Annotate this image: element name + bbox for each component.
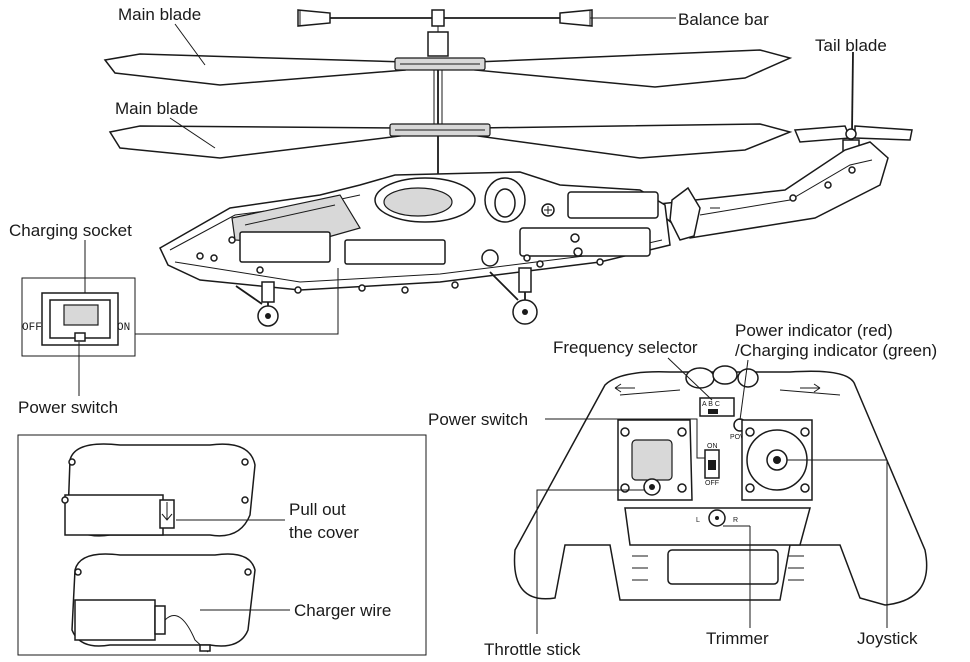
helicopter (103, 9, 913, 327)
label-on: ON (117, 322, 130, 334)
label-charging-socket: Charging socket (9, 221, 132, 240)
label-throttle-stick: Throttle stick (484, 640, 581, 659)
balance-bar (297, 9, 593, 57)
leader-main-blade-top (174, 23, 206, 66)
label-on-small: ON (707, 443, 718, 450)
transmitter: A B C POWER ON OFF L R (513, 365, 928, 606)
label-main-blade-bottom: Main blade (115, 99, 198, 118)
leader-joystick (787, 459, 888, 628)
label-off: OFF (22, 322, 42, 334)
battery-frame (17, 434, 427, 656)
label-off-small: OFF (705, 480, 719, 487)
battery-inset: Pull out the cover Charger wire (17, 434, 427, 656)
label-joystick: Joystick (857, 629, 918, 648)
leader-throttle-stick (536, 489, 644, 634)
label-trim-r: R (733, 517, 738, 524)
label-tail-blade: Tail blade (815, 36, 887, 55)
label-pull-out: Pull out (289, 500, 346, 519)
label-power-switch-heli: Power switch (18, 398, 118, 417)
label-balance-bar: Balance bar (678, 10, 769, 29)
socket-connector-line (135, 268, 339, 335)
leader-main-blade-bottom (169, 117, 216, 149)
tail-boom (648, 141, 889, 241)
fuselage (159, 171, 671, 327)
transmitter-labels: Power indicator (red) /Charging indicato… (428, 321, 937, 659)
label-frequency-selector: Frequency selector (553, 338, 698, 357)
main-blade-upper (103, 49, 793, 88)
label-power-indicator: Power indicator (red) (735, 321, 893, 340)
main-blade-lower (108, 123, 793, 159)
label-power-switch-remote: Power switch (428, 410, 528, 429)
label-main-blade-top: Main blade (118, 5, 201, 24)
leader-power-switch-remote (545, 418, 705, 459)
helicopter-labels: Main blade Balance bar Tail blade Main b… (115, 5, 887, 149)
charging-socket-inset: Charging socket OFF ON Power switch (9, 221, 339, 417)
tail-rotor (793, 51, 913, 155)
label-freq-abc: A B C (702, 401, 720, 408)
label-charger-wire: Charger wire (294, 601, 391, 620)
label-the-cover: the cover (289, 523, 359, 542)
leader-power-indicator (739, 359, 749, 421)
label-trimmer: Trimmer (706, 629, 769, 648)
label-trim-l: L (696, 517, 700, 524)
leader-frequency-selector (667, 357, 713, 401)
label-charging-indicator: /Charging indicator (green) (735, 341, 937, 360)
